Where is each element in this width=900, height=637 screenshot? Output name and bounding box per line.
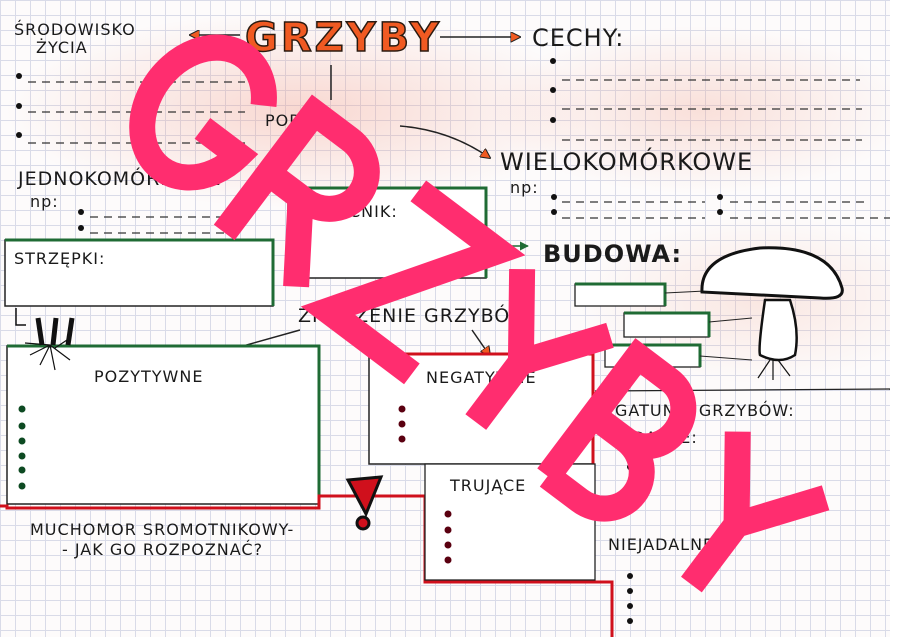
label-strzepki: Strzępki: (14, 249, 106, 268)
mushroom-icon (700, 246, 844, 380)
exclamation-icon (345, 475, 384, 531)
label-np-1: np: (30, 192, 59, 211)
divider-line (594, 388, 891, 392)
label-jadalne: Jadalne: (615, 428, 698, 447)
label-muchomor-line1: Muchomor sromotnikowy- (30, 520, 295, 539)
label-cechy: Cechy: (532, 24, 625, 52)
label-jednokomorkowe: Jednokomórkowe (18, 168, 222, 190)
label-muchomor-line2: - jak go rozpoznać? (62, 540, 264, 559)
label-srodowisko-line2: życia (36, 38, 88, 57)
label-gatunki: Gatunki grzybów: (615, 401, 795, 420)
label-budowa: Budowa: (543, 240, 683, 268)
arrow-to-negatywne (471, 329, 490, 356)
label-trujace: Trujące (450, 476, 527, 495)
label-znaczenie: Znaczenie grzybów (298, 305, 531, 327)
arrow-to-wielokomorkowe (399, 125, 490, 158)
label-np-2: np: (510, 178, 539, 197)
label-owocnik: Owocnik: (305, 202, 398, 221)
label-podzial: Podział (265, 111, 343, 130)
bullets (16, 58, 723, 231)
label-pozytywne: Pozytywne (94, 367, 204, 386)
page-title: GRZYBY (244, 15, 442, 61)
budowa-label-boxes (574, 283, 710, 368)
hyphae-roots-icon (15, 308, 75, 371)
label-srodowisko-line1: Środowisko (14, 20, 136, 39)
label-negatywne: Negatywne (426, 368, 537, 387)
label-wielokomorkowe: Wielokomórkowe (500, 148, 754, 176)
red-frame (0, 494, 614, 637)
pozytywne-box (6, 345, 320, 505)
label-niejadalne: Niejadalne (608, 535, 715, 554)
